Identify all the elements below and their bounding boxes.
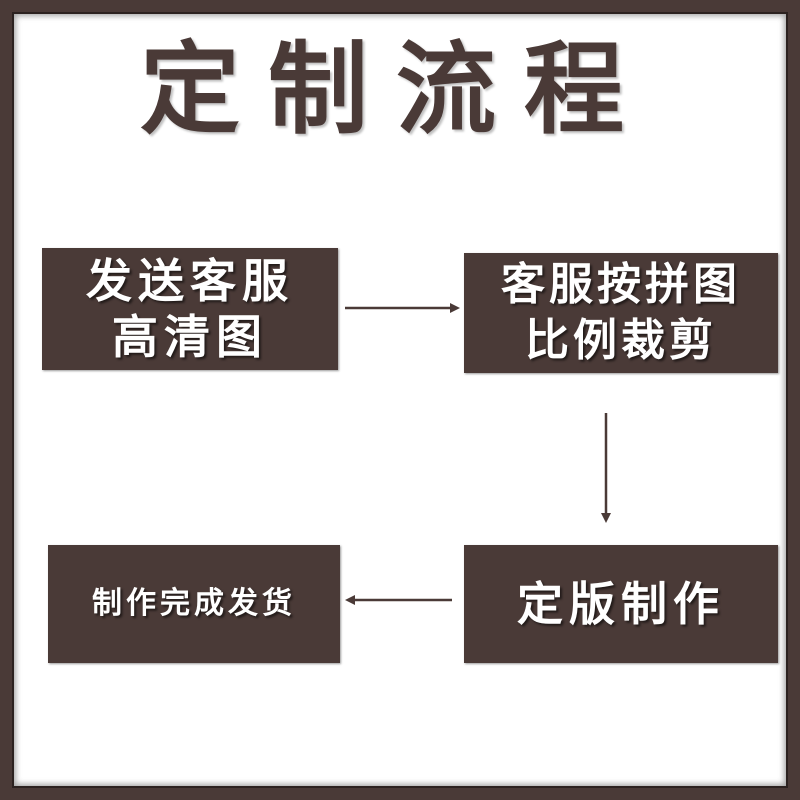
step-3-line-1: 定版制作 xyxy=(517,577,725,631)
step-send-hd-image: 发送客服 高清图 xyxy=(42,248,338,370)
step-complete-and-ship: 制作完成发货 xyxy=(48,545,340,663)
arrow-left xyxy=(345,595,452,605)
arrow-down xyxy=(601,413,611,523)
step-1-line-2: 高清图 xyxy=(112,310,268,364)
step-crop-by-ratio: 客服按拼图 比例裁剪 xyxy=(464,253,778,373)
arrow-right xyxy=(345,303,460,313)
step-4-line-1: 制作完成发货 xyxy=(92,586,296,621)
step-1-line-1: 发送客服 xyxy=(86,254,294,308)
page-title: 定制流程 xyxy=(140,31,652,148)
step-2-line-1: 客服按拼图 xyxy=(501,259,741,310)
step-2-line-2: 比例裁剪 xyxy=(525,315,717,366)
step-finalize-production: 定版制作 xyxy=(464,545,778,663)
